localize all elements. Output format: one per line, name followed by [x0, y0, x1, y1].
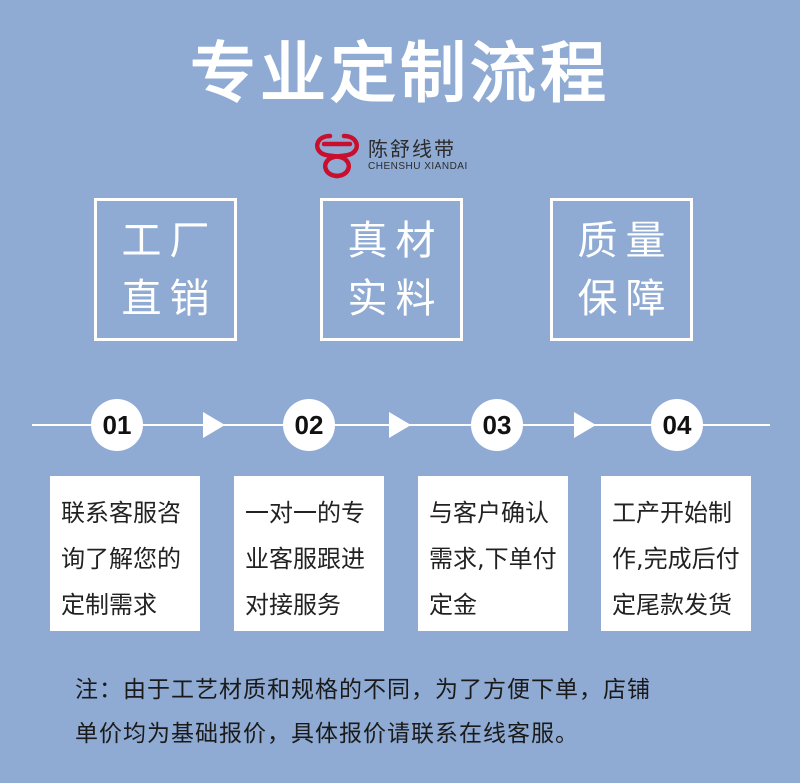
brand-name: 陈舒线带 CHENSHU XIANDAI: [368, 137, 468, 173]
step-number-badge: 04: [651, 399, 703, 451]
note-line: 单价均为基础报价，具体报价请联系在线客服。: [75, 721, 579, 747]
step-text-line: 业客服跟进: [245, 545, 365, 573]
feature-text-line: 实料: [347, 275, 444, 322]
arrow-right-icon: [574, 412, 596, 438]
page-title: 专业定制流程: [190, 35, 610, 112]
step-text-line: 对接服务: [245, 591, 341, 619]
feature-box-factory-direct: 工厂 直销: [94, 198, 237, 341]
feature-text-line: 质量: [577, 217, 674, 264]
brand-logo-block: 陈舒线带 CHENSHU XIANDAI: [310, 130, 500, 180]
step-card-confirm-deposit: 与客户确认 需求,下单付 定金: [418, 476, 568, 631]
step-text-line: 定制需求: [61, 591, 157, 619]
step-number-badge: 03: [471, 399, 523, 451]
step-number-badge: 01: [91, 399, 143, 451]
step-card-follow-up: 一对一的专 业客服跟进 对接服务: [234, 476, 384, 631]
brand-name-en: CHENSHU XIANDAI: [368, 161, 468, 172]
feature-box-genuine-material: 真材 实料: [320, 198, 463, 341]
step-card-contact: 联系客服咨 询了解您的 定制需求: [50, 476, 200, 631]
step-text-line: 定金: [429, 591, 477, 619]
step-text-line: 需求,下单付: [429, 545, 557, 573]
step-text-line: 询了解您的: [61, 545, 181, 573]
arrow-right-icon: [203, 412, 225, 438]
step-text-line: 与客户确认: [429, 499, 549, 527]
step-card-production-delivery: 工产开始制 作,完成后付 定尾款发货: [601, 476, 751, 631]
step-number-badge: 02: [283, 399, 335, 451]
brand-knot-icon: [315, 133, 359, 179]
step-text-line: 一对一的专: [245, 499, 365, 527]
feature-box-quality-assurance: 质量 保障: [550, 198, 693, 341]
feature-text-line: 工厂: [121, 217, 218, 264]
brand-name-cn: 陈舒线带: [368, 137, 456, 161]
step-text-line: 工产开始制: [612, 499, 732, 527]
feature-text-line: 保障: [577, 275, 674, 322]
feature-text-line: 直销: [121, 275, 218, 322]
step-text-line: 联系客服咨: [61, 499, 181, 527]
feature-text-line: 真材: [347, 217, 444, 264]
note-line: 注：由于工艺材质和规格的不同，为了方便下单，店铺: [75, 677, 651, 703]
pricing-note: 注：由于工艺材质和规格的不同，为了方便下单，店铺 单价均为基础报价，具体报价请联…: [75, 668, 775, 756]
step-text-line: 定尾款发货: [612, 591, 732, 619]
step-text-line: 作,完成后付: [612, 545, 740, 573]
arrow-right-icon: [389, 412, 411, 438]
